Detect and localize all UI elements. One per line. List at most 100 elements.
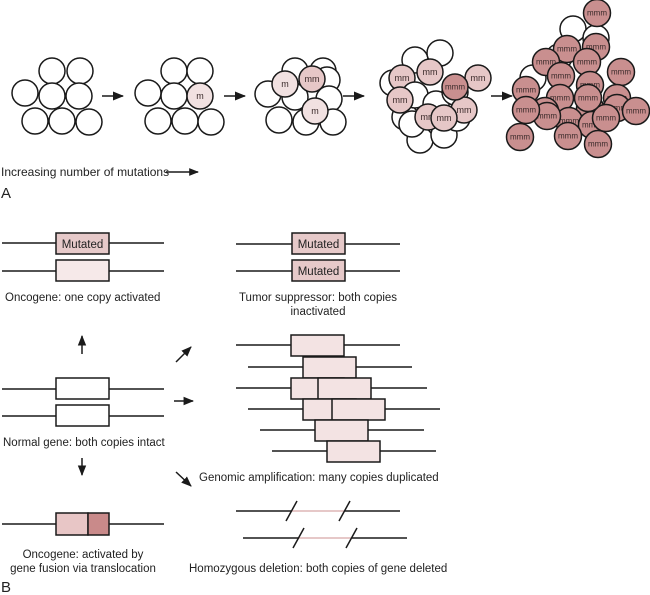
- tumor-suppressor-caption-line2: inactivated: [291, 306, 346, 318]
- cell-mutation-label: mmm: [559, 117, 579, 126]
- cell-mutation-label: mmm: [537, 112, 557, 121]
- gene-fusion-diagram: Oncogene: activated by gene fusion via t…: [2, 512, 164, 575]
- panel-b: Mutated Oncogene: one copy activated Mut…: [1, 232, 447, 595]
- oncogene-one-copy-caption: Oncogene: one copy activated: [5, 292, 160, 304]
- mutated-label: Mutated: [62, 239, 104, 251]
- fusion-left-segment: [55, 512, 89, 536]
- cell-mutation-label: mm: [305, 74, 320, 84]
- mutated-cell: mm: [430, 104, 458, 132]
- normal-gene-diagram: Normal gene: both copies intact: [2, 377, 166, 449]
- mutated-cell: mmm: [573, 83, 603, 113]
- normal-cell: [134, 79, 162, 107]
- mutations-axis-label: Increasing number of mutations: [1, 165, 169, 179]
- normal-cell: [186, 57, 214, 85]
- cell-mutation-label: mmm: [445, 83, 465, 92]
- mutated-cell: mmm: [583, 129, 613, 159]
- normal-cell: [38, 57, 66, 85]
- mutated-label: Mutated: [298, 239, 340, 251]
- mutated-cell: mmm: [552, 34, 582, 64]
- cell-mutation-label: mmm: [510, 133, 530, 142]
- cell-mutation-label: mm: [423, 67, 438, 77]
- mutated-cell: m: [271, 70, 299, 98]
- amplified-gene-box: [326, 440, 381, 463]
- cell-mutation-label: mm: [395, 73, 410, 83]
- normal-gene-caption: Normal gene: both copies intact: [3, 437, 166, 449]
- homozygous-deletion-diagram: Homozygous deletion: both copies of gene…: [189, 500, 447, 575]
- normal-cell: [48, 107, 76, 135]
- mutated-cell: mm: [464, 64, 492, 92]
- normal-cell: [160, 57, 188, 85]
- oncogene-one-copy-diagram: Mutated Oncogene: one copy activated: [2, 232, 164, 304]
- normal-cell: [171, 107, 199, 135]
- arrow-diagonal-down: [175, 471, 192, 487]
- cell-mutation-label: mmm: [587, 9, 607, 18]
- normal-cell: [65, 82, 93, 110]
- normal-cell: [75, 108, 103, 136]
- cell-mutation-label: mmm: [551, 72, 571, 81]
- cell-mutation-label: mm: [421, 112, 436, 122]
- normal-cell: [265, 106, 293, 134]
- mutated-cell: mmm: [621, 96, 650, 126]
- cell-mutation-label: mmm: [611, 68, 631, 77]
- fusion-caption-line2: gene fusion via translocation: [10, 563, 156, 575]
- normal-cell: [66, 57, 94, 85]
- normal-cell: [144, 107, 172, 135]
- normal-cell: [21, 107, 49, 135]
- amplified-gene-box: [290, 334, 345, 357]
- cell-mutation-label: m: [281, 79, 289, 89]
- arrow-diagonal-up: [175, 346, 192, 363]
- mutated-cell: mmm: [606, 57, 636, 87]
- cell-mutation-label: mm: [437, 113, 452, 123]
- mutated-gene-box: [291, 259, 346, 282]
- cell-mutation-label: mmm: [626, 107, 646, 116]
- mutated-label: Mutated: [298, 266, 340, 278]
- cell-mutation-label: mm: [457, 105, 472, 115]
- normal-cell: [160, 82, 188, 110]
- normal-gene-box: [55, 259, 110, 282]
- mutated-cell: mm: [298, 65, 326, 93]
- tumor-suppressor-caption-line1: Tumor suppressor: both copies: [239, 292, 397, 304]
- cell-mutation-label: mmm: [588, 140, 608, 149]
- normal-gene-box: [55, 404, 110, 427]
- amplified-gene-box: [331, 398, 386, 421]
- mutated-gene-box: [291, 232, 346, 255]
- mutated-cell: mm: [386, 86, 414, 114]
- cell-mutation-label: mmm: [596, 114, 616, 123]
- normal-gene-box: [55, 377, 110, 400]
- cell-mutation-label: m: [196, 91, 204, 101]
- normal-cell: [197, 108, 225, 136]
- cell-mutation-label: mmm: [536, 58, 556, 67]
- mutated-cell: mmm: [511, 75, 541, 105]
- mutated-cell: mmm: [553, 121, 583, 151]
- mutated-cell: mmm: [511, 95, 541, 125]
- cell-mutation-label: mm: [393, 95, 408, 105]
- cell-mutation-label: mmm: [516, 106, 536, 115]
- tumor-suppressor-diagram: Mutated Mutated Tumor suppressor: both c…: [236, 232, 400, 318]
- mutated-cell: mmm: [441, 73, 469, 101]
- amplified-gene-box: [314, 419, 369, 442]
- fusion-right-segment: [87, 512, 110, 536]
- genomic-amplification-diagram: Genomic amplification: many copies dupli…: [199, 334, 440, 484]
- cell-mutation-label: mmm: [557, 45, 577, 54]
- normal-cell: [11, 79, 39, 107]
- mutated-cell: mmm: [582, 0, 612, 28]
- cell-mutation-label: mmm: [607, 104, 627, 113]
- cell-mutation-label: mm: [471, 73, 486, 83]
- mutated-cell: mmm: [591, 103, 621, 133]
- amplification-caption: Genomic amplification: many copies dupli…: [199, 472, 439, 484]
- cell-mutation-label: mmm: [516, 86, 536, 95]
- mutated-gene-box: [55, 232, 110, 255]
- cell-mutation-label: mmm: [586, 43, 606, 52]
- cell-mutation-label: mmm: [577, 58, 597, 67]
- cell-mutation-label: mmm: [558, 132, 578, 141]
- mutated-cell: mm: [416, 58, 444, 86]
- mutated-cell: m: [301, 97, 329, 125]
- amplified-gene-box: [317, 377, 372, 400]
- normal-cell: [38, 82, 66, 110]
- cell-mutation-label: mmm: [550, 94, 570, 103]
- amplified-gene-box: [302, 356, 357, 379]
- panel-a-label: A: [1, 185, 11, 202]
